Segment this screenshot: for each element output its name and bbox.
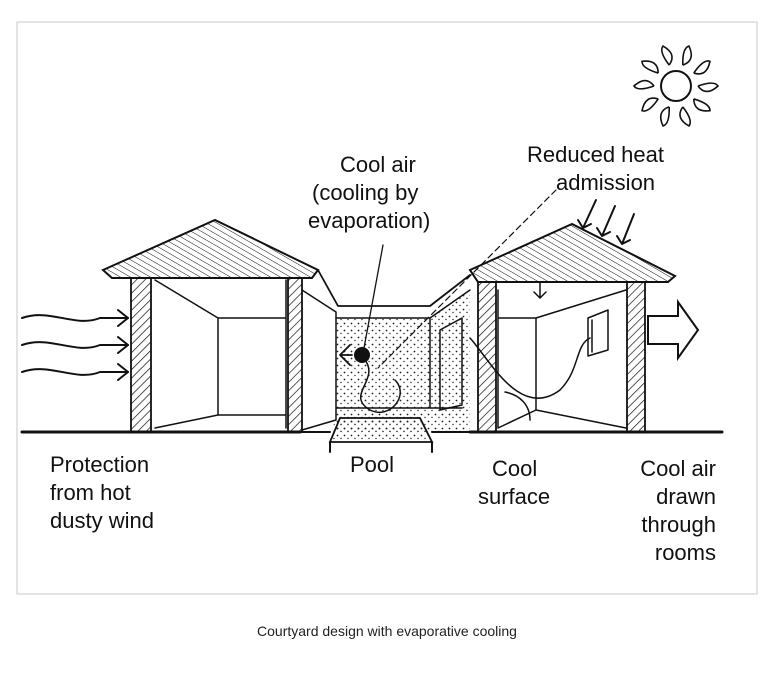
protection-line1: Protection (50, 452, 149, 477)
drawn-line2: drawn (656, 484, 716, 509)
sun-ray (693, 60, 711, 75)
label-cool-air-drawn: Cool air drawn through rooms (640, 456, 716, 565)
outflow-arrow-icon (647, 298, 700, 362)
label-cool-air: Cool air (cooling by evaporation) (308, 152, 430, 233)
drawn-line1: Cool air (640, 456, 716, 481)
sun-ray (632, 79, 655, 90)
sun-ray (659, 106, 671, 127)
cool-air-dot (354, 347, 370, 363)
sun-ray (697, 82, 720, 93)
protection-line2: from hot (50, 480, 131, 505)
right-wall-outer (626, 281, 646, 433)
wind-arrows-icon (21, 309, 129, 381)
left-room-perspective (154, 279, 287, 429)
label-cool-surface: Cool surface (478, 456, 550, 509)
courtyard-edges (335, 289, 471, 409)
reduced-heat-line2: admission (556, 170, 655, 195)
right-building (468, 222, 677, 433)
sun-ray (660, 45, 673, 66)
heat-leader-dashed (377, 189, 557, 369)
evaporation-swirl (359, 359, 401, 413)
cool-surface-line1: Cool (492, 456, 537, 481)
right-wall-inner (477, 281, 497, 433)
cool-air-leader (363, 244, 384, 349)
sun-ray (641, 97, 659, 112)
left-wall-inner (287, 277, 303, 433)
sun-ray (681, 45, 693, 66)
diagram-border (16, 21, 758, 595)
heat-arrows-icon (577, 199, 635, 245)
right-room-perspective (497, 289, 627, 429)
label-protection: Protection from hot dusty wind (50, 452, 154, 533)
sun-ray (679, 106, 692, 127)
cool-air-line2: (cooling by (312, 180, 418, 205)
label-reduced-heat: Reduced heat admission (527, 142, 664, 195)
sun-ray (692, 98, 711, 112)
cool-air-line3: evaporation) (308, 208, 430, 233)
pool (328, 417, 434, 443)
walkway-roof (317, 269, 471, 307)
airflow-curve (469, 337, 591, 399)
walkway-wall (301, 289, 337, 431)
sun-icon (632, 45, 720, 127)
cool-air-arrow (339, 344, 353, 366)
drawn-line3: through (641, 512, 716, 537)
cool-air-line1: Cool air (340, 152, 416, 177)
sun-ray (641, 60, 660, 74)
left-roof (101, 218, 320, 279)
cool-surface-line2: surface (478, 484, 550, 509)
courtyard-door (439, 317, 463, 411)
protection-line3: dusty wind (50, 508, 154, 533)
drawn-line4: rooms (655, 540, 716, 565)
ceiling-arrow (533, 281, 547, 299)
left-wall-outer (130, 277, 152, 433)
courtyard-dotted-floor (330, 290, 470, 432)
label-pool: Pool (350, 452, 394, 477)
reduced-heat-line1: Reduced heat (527, 142, 664, 167)
courtyard (299, 289, 471, 453)
right-window (587, 309, 609, 357)
caption: Courtyard design with evaporative coolin… (257, 623, 517, 639)
right-roof (468, 222, 677, 283)
left-building (101, 218, 471, 433)
